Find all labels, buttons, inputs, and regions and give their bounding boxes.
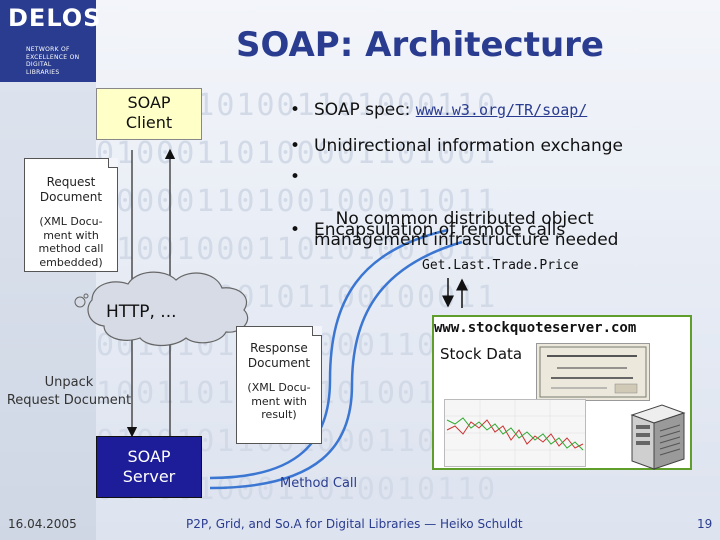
logo-subtitle-line: DIGITAL: [26, 61, 52, 68]
bullet-soap-spec: • SOAP spec: www.w3.org/TR/soap/: [288, 100, 587, 121]
footer-date: 16.04.2005: [8, 517, 77, 531]
soap-client-box: SOAP Client: [96, 88, 202, 140]
logo-subtitle-line: LIBRARIES: [26, 68, 60, 76]
bullet-encapsulation-text: Encapsulation of remote calls: [314, 220, 566, 240]
bullet-soap-spec-text: SOAP spec:: [314, 100, 416, 120]
response-document-title: Response Document: [247, 341, 311, 370]
logo-subtitle: NETWORK OF EXCELLENCE ON DIGITAL LIBRARI…: [26, 46, 94, 76]
logo-subtitle-line: EXCELLENCE ON: [26, 53, 80, 61]
unpack-label: Unpack Request Document: [6, 375, 132, 408]
http-cloud: [87, 271, 249, 347]
bullet-unidirectional-text: Unidirectional information exchange: [314, 136, 623, 156]
soap-spec-link[interactable]: www.w3.org/TR/soap/: [415, 101, 588, 119]
response-document-detail: (XML Docu- ment with result): [247, 381, 311, 421]
stock-chart-image: [444, 399, 586, 467]
bullet-no-infrastructure: • No common distributed object managemen…: [288, 167, 618, 272]
bullet-no-infrastructure-text: No common distributed object management …: [314, 209, 619, 250]
delos-logo: DELOS NETWORK OF EXCELLENCE ON DIGITAL L…: [0, 0, 100, 82]
cloud-small-circle: [74, 296, 86, 308]
bullet-dot: •: [290, 220, 301, 240]
method-call-curve-inner: [209, 240, 463, 490]
bullet-dot: •: [290, 167, 301, 187]
request-document-note: Request Document (XML Docu- ment with me…: [24, 158, 118, 272]
bullet-unidirectional: • Unidirectional information exchange: [288, 136, 623, 157]
footer-page-number: 19: [697, 517, 713, 531]
soap-server-box: SOAP Server: [96, 436, 202, 498]
http-label: HTTP, ...: [106, 302, 177, 322]
bullet-dot: •: [290, 100, 301, 120]
cloud-tiny-circle: [83, 293, 89, 299]
stock-chart-drawing: [445, 400, 585, 466]
certificate-drawing: [539, 346, 647, 398]
request-document-title: Request Document: [39, 175, 103, 204]
bullet-list: • SOAP spec: www.w3.org/TR/soap/ • Unidi…: [288, 100, 708, 260]
get-last-trade-price-label: Get.Last.Trade.Price: [422, 258, 579, 273]
bullet-dot: •: [290, 136, 301, 156]
page-title: SOAP: Architecture: [236, 25, 604, 65]
stock-data-label: Stock Data: [440, 345, 523, 363]
response-document-note: Response Document (XML Docu- ment with r…: [236, 326, 322, 444]
logo-subtitle-line: NETWORK OF: [26, 46, 70, 53]
method-call-label: Method Call: [280, 476, 358, 491]
stock-quote-server-panel: www.stockquoteserver.com Stock Data: [432, 315, 692, 470]
chart-line-green: [446, 417, 584, 451]
chart-line-red: [446, 419, 584, 449]
method-call-curve-outer: [209, 228, 449, 480]
stock-certificate-image: [536, 343, 650, 401]
footer-text: P2P, Grid, and So.A for Digital Librarie…: [186, 517, 523, 531]
server-tower-icon: [630, 404, 686, 470]
stock-server-name: www.stockquoteserver.com: [434, 317, 690, 339]
request-document-detail: (XML Docu- ment with method call embedde…: [38, 215, 104, 269]
bullet-encapsulation: • Encapsulation of remote calls: [288, 220, 565, 241]
logo-word: DELOS: [8, 4, 102, 32]
